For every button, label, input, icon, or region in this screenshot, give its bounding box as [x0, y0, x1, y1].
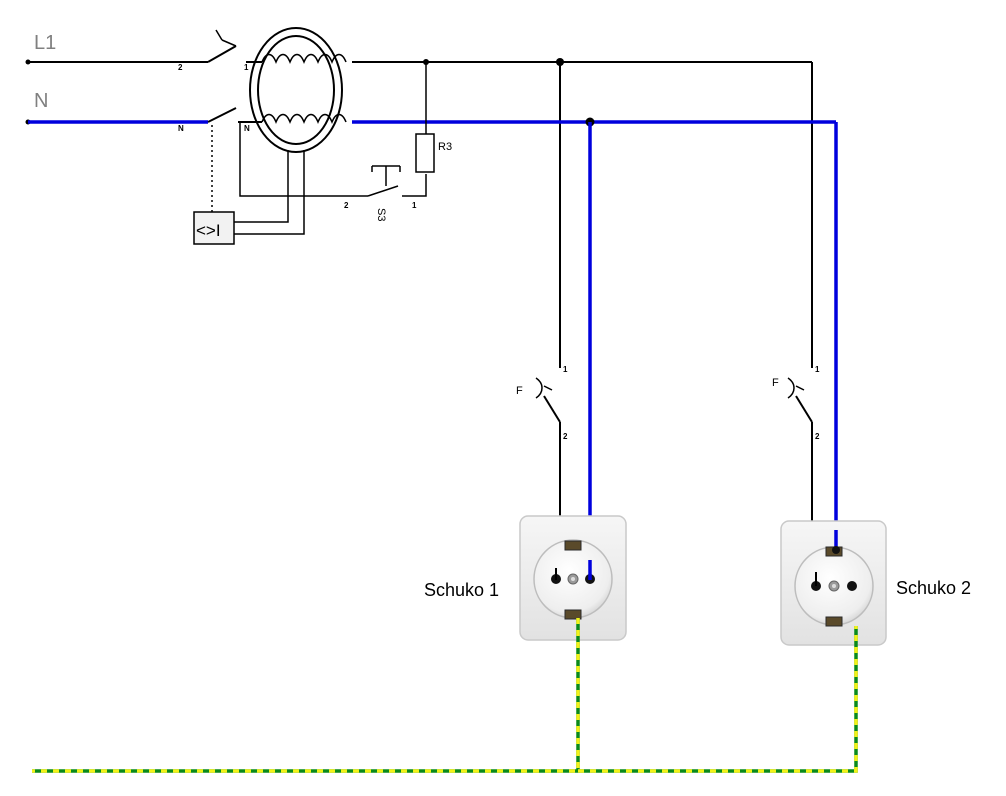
current-transformer	[234, 27, 347, 235]
label-f1: F	[516, 385, 523, 397]
label-f2: F	[772, 377, 779, 389]
trip-unit-symbol: <>I	[196, 221, 221, 240]
schuko-socket-2	[780, 520, 887, 646]
earth-wiring	[32, 618, 858, 773]
neutral-wiring	[25, 107, 838, 578]
term-f2-bottom: 2	[815, 432, 820, 441]
label-s3: S3	[375, 208, 387, 221]
term-s3-right: 1	[412, 201, 417, 210]
trip-unit: <>I	[193, 211, 235, 245]
term-s3-left: 2	[344, 201, 349, 210]
label-schuko-1: Schuko 1	[424, 580, 499, 600]
label-n: N	[34, 90, 48, 112]
term-f1-bottom: 2	[563, 432, 568, 441]
schuko-socket-1	[519, 515, 627, 641]
term-rcd-out-top: 1	[244, 63, 249, 72]
term-f1-top: 1	[563, 365, 568, 374]
term-f2-top: 1	[815, 365, 820, 374]
phase-wiring	[25, 29, 813, 355]
label-r3: R3	[438, 141, 452, 153]
label-l1: L1	[34, 32, 56, 54]
label-schuko-2: Schuko 2	[896, 578, 971, 598]
term-rcd-out-bottom: N	[244, 124, 250, 133]
test-circuit	[239, 62, 435, 197]
term-rcd-in-bottom: N	[178, 124, 184, 133]
term-rcd-in-top: 2	[178, 63, 183, 72]
